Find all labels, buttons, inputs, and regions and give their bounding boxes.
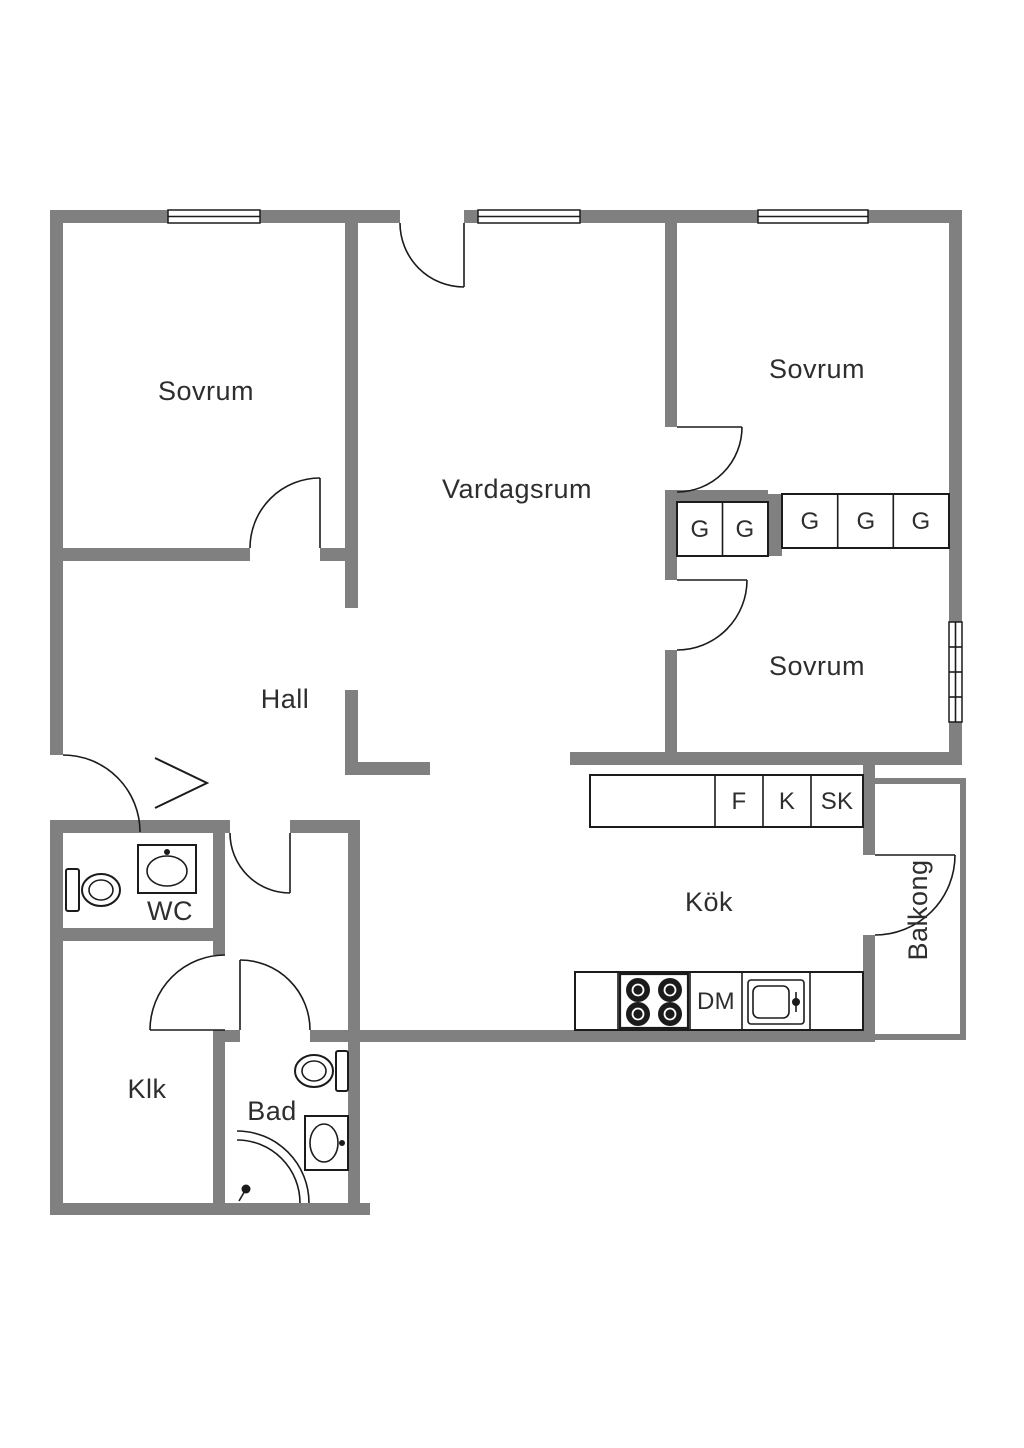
kitchen-sink-icon xyxy=(747,979,805,1025)
wardrobe-triple xyxy=(781,493,950,549)
room-label-sovrum-3: Sovrum xyxy=(769,651,865,681)
window-bedroom-3 xyxy=(948,621,963,723)
room-label-bad: Bad xyxy=(247,1096,297,1126)
wardrobe-label-g-5: G xyxy=(912,508,931,535)
door-entrance xyxy=(62,754,141,833)
door-bad xyxy=(239,959,311,1031)
door-balcony xyxy=(874,854,956,936)
room-label-balkong: Balkong xyxy=(903,859,933,960)
kitchen-label-k: K xyxy=(779,788,795,815)
wc-sink-icon xyxy=(137,844,197,894)
bad-toilet-icon xyxy=(294,1050,349,1092)
room-label-hall: Hall xyxy=(261,684,310,714)
kitchen-label-f: F xyxy=(732,788,747,815)
wardrobe-label-g-3: G xyxy=(801,508,820,535)
stove-icon xyxy=(618,972,690,1030)
wardrobe-pair xyxy=(676,501,769,557)
bad-sink-icon xyxy=(304,1115,349,1171)
entrance-arrow-icon xyxy=(154,757,210,809)
room-label-sovrum-1: Sovrum xyxy=(158,376,254,406)
wc-toilet-icon xyxy=(65,868,121,912)
room-label-vardagsrum: Vardagsrum xyxy=(442,474,592,504)
door-klk xyxy=(149,954,226,1031)
room-label-kok: Kök xyxy=(685,887,733,917)
balcony-railing xyxy=(875,778,966,1040)
door-bedroom-2 xyxy=(676,426,743,493)
room-label-wc: WC xyxy=(147,896,193,926)
kitchen-label-dm: DM xyxy=(697,988,735,1015)
door-bedroom-1 xyxy=(249,477,321,549)
door-wc-corridor xyxy=(229,832,291,894)
window-livingroom xyxy=(477,209,581,224)
window-bedroom-1 xyxy=(167,209,261,224)
wall-segments xyxy=(50,210,962,1215)
wardrobe-label-g-1: G xyxy=(691,516,710,543)
kitchen-label-sk: SK xyxy=(821,788,854,815)
room-label-klk: Klk xyxy=(127,1074,166,1104)
wardrobe-label-g-2: G xyxy=(736,516,755,543)
wardrobe-label-g-4: G xyxy=(857,508,876,535)
door-livingroom-top xyxy=(399,222,465,288)
kitchen-tall-units xyxy=(589,774,864,828)
window-bedroom-2 xyxy=(757,209,869,224)
door-bedroom-3 xyxy=(676,579,748,651)
room-label-sovrum-2: Sovrum xyxy=(769,354,865,384)
shower-icon xyxy=(236,1130,310,1204)
